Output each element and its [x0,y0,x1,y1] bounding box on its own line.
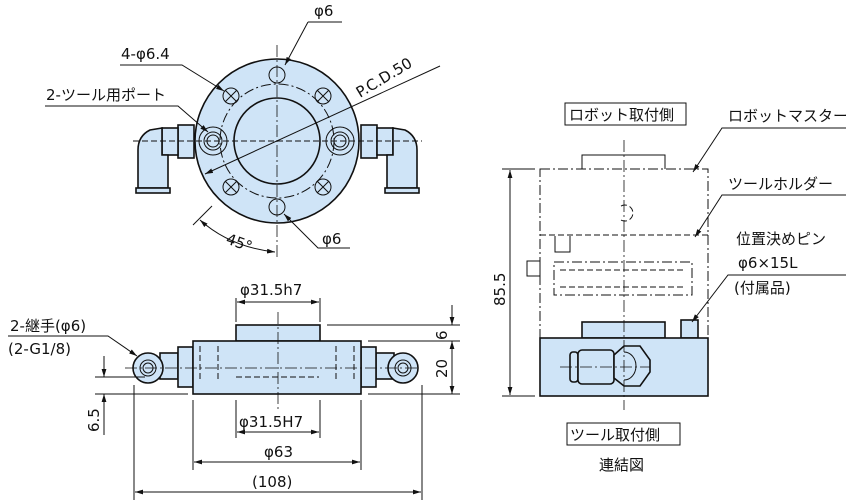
side-fitting [569,345,651,387]
robot-side-box [564,102,687,126]
top-hole-dia: φ6 [314,2,333,20]
body-height: 20 [433,359,451,378]
angle-label: 45° [224,230,255,256]
tool-port-label: 2-ツール用ポート [46,86,166,104]
robot-side-label: ロボット取付側 [569,106,674,124]
port-offset: 6.5 [85,408,103,432]
pin-label: 位置決めピン [736,230,826,248]
right-elbow-fitting [360,124,420,194]
pin-note: (付属品) [734,279,791,297]
bolt-holes [222,87,332,196]
pin-size: φ6×15L [738,254,798,272]
top-view: P.C.D.50 φ6 4-φ6.4 2-ツール用ポート 45° φ6 [45,2,441,258]
left-elbow-fitting [135,124,195,194]
side-view: φ31.5h7 6 20 6.5 φ31.5H7 φ63 (108) 2-継手(… [8,281,460,500]
flange-body [192,340,362,395]
tool-side-label: ツール取付側 [570,426,660,444]
total-height: 85.5 [491,273,509,306]
tool-holder-label: ツールホルダー [728,175,833,193]
robot-master-label: ロボットマスター [728,107,846,125]
boss-height: 6 [433,330,451,340]
bottom-hole-dia: φ6 [322,230,341,248]
overall-width: (108) [252,473,292,491]
body-dia: φ63 [264,443,293,461]
robot-master-outline [539,168,709,339]
fitting-label: 2-継手(φ6) [10,317,86,335]
bolt-holes-label: 4-φ6.4 [121,45,170,63]
tool-side-box [566,422,681,446]
pcd-label: P.C.D.50 [353,54,416,101]
boss-dia: φ31.5h7 [240,281,302,299]
bore-dia: φ31.5H7 [239,413,303,431]
locating-pin [680,319,699,339]
fitting-thread: (2-G1/8) [8,340,71,358]
connection-view: ロボット取付側 85.5 ロボットマスター ツールホルダー 位置決めピン φ6×… [491,102,846,474]
figure-caption: 連結図 [599,456,644,474]
